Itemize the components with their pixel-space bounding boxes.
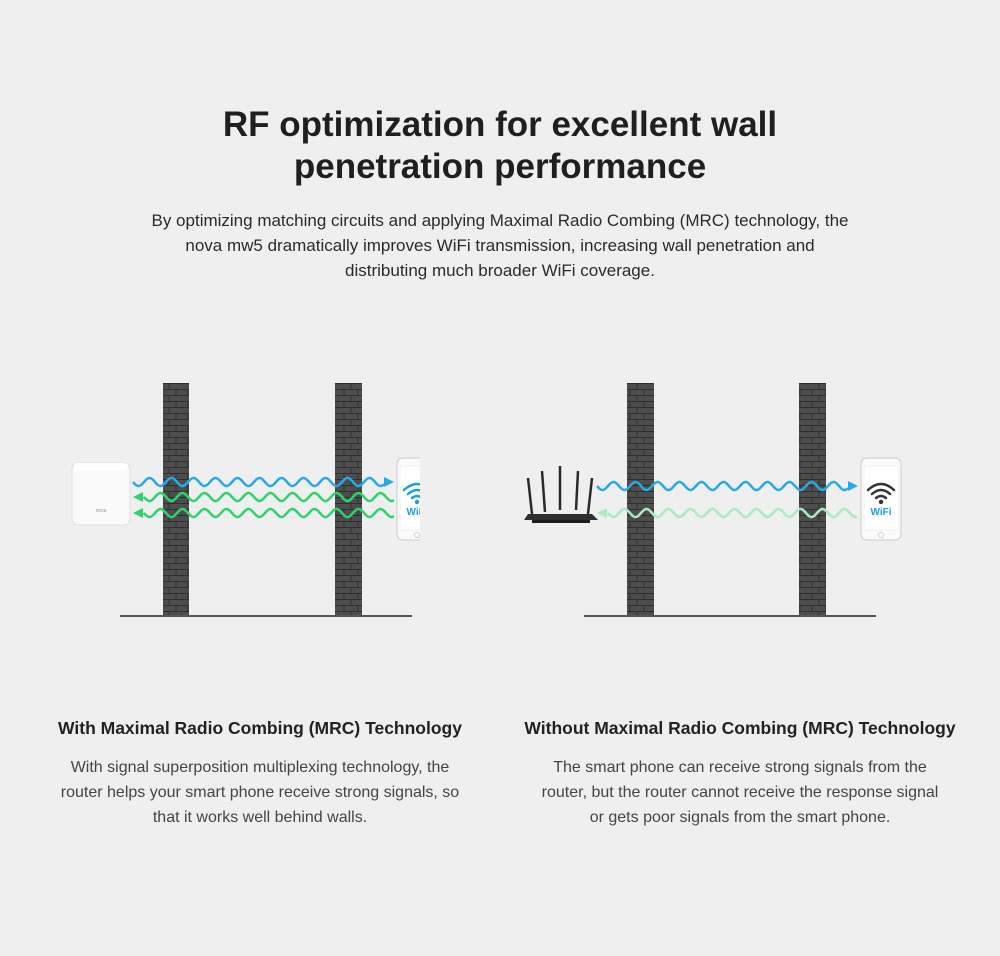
arrow-left-icon: [597, 508, 607, 518]
nova-mesh-device: nova: [71, 462, 131, 526]
signal-wave-green-faded: [607, 507, 858, 519]
wifi-icon: [402, 482, 420, 500]
smartphone: WiFi: [396, 457, 420, 541]
wifi-icon: [866, 482, 896, 500]
phone-wifi-label: WiFi: [406, 507, 420, 518]
title-line-2: penetration performance: [293, 147, 707, 186]
signal-wave-green-2: [143, 507, 395, 519]
arrow-left-icon: [133, 492, 143, 502]
with-mrc-heading: With Maximal Radio Combing (MRC) Technol…: [58, 718, 462, 738]
with-mrc-caption: With Maximal Radio Combing (MRC) Technol…: [30, 718, 490, 830]
without-mrc-description: The smart phone can receive strong signa…: [541, 759, 939, 826]
without-mrc-illustration: WiFi: [520, 360, 910, 630]
traditional-router: [524, 466, 598, 523]
with-mrc-description: With signal superposition multiplexing t…: [60, 759, 460, 826]
signal-wave-green-1: [143, 491, 395, 503]
smartphone: WiFi: [860, 457, 902, 541]
phone-wifi-label: WiFi: [870, 507, 891, 518]
wall-left: [627, 383, 654, 616]
without-mrc-caption: Without Maximal Radio Combing (MRC) Tech…: [510, 718, 970, 830]
nova-logo: nova: [96, 508, 107, 514]
wall-right: [799, 383, 826, 616]
page-title: RF optimization for excellent wall penet…: [0, 104, 1000, 188]
signal-wave-blue: [596, 480, 849, 492]
without-mrc-heading: Without Maximal Radio Combing (MRC) Tech…: [524, 718, 956, 738]
arrow-right-icon: [384, 477, 394, 487]
arrow-right-icon: [848, 481, 858, 491]
signal-wave-blue: [132, 476, 385, 488]
arrow-left-icon: [133, 508, 143, 518]
with-mrc-illustration: nova WiFi: [60, 360, 420, 630]
title-line-1: RF optimization for excellent wall: [222, 105, 778, 144]
intro-description: By optimizing matching circuits and appl…: [151, 211, 849, 280]
